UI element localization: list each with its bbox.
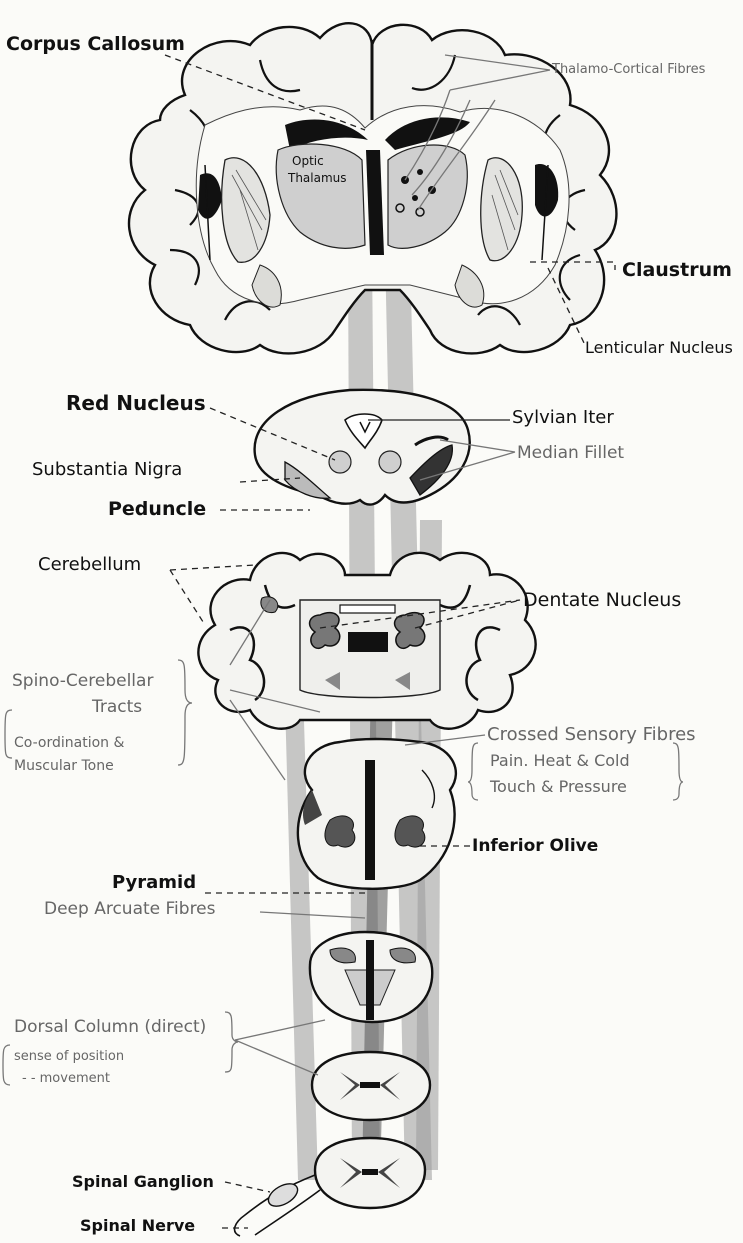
spinal-cord-upper	[312, 1052, 430, 1120]
lower-medulla-section	[310, 932, 432, 1022]
brace-coordination-left	[5, 710, 12, 758]
label-claustrum: Claustrum	[622, 259, 732, 281]
label-spino-cerebellar: Spino-Cerebellar	[12, 671, 153, 691]
label-thalamus: Thalamus	[287, 171, 347, 185]
cerebrum-section	[129, 23, 616, 353]
label-deep-arcuate: Deep Arcuate Fibres	[44, 899, 216, 919]
spinal-ganglion-nerve	[235, 1175, 320, 1236]
brace-dorsal-column	[225, 1012, 238, 1072]
label-lenticular-nucleus: Lenticular Nucleus	[585, 338, 733, 357]
inferior-olive-left	[325, 816, 355, 847]
spinal-cord-lower	[315, 1138, 425, 1208]
label-movement: - - movement	[22, 1071, 110, 1086]
label-tracts: Tracts	[91, 697, 142, 717]
label-red-nucleus: Red Nucleus	[66, 391, 206, 415]
label-inferior-olive: Inferior Olive	[472, 836, 598, 856]
leader-deep-arcuate	[260, 912, 365, 918]
brace-spino-cerebellar	[178, 660, 192, 765]
inferior-olive-right	[395, 816, 425, 847]
fourth-ventricle	[348, 632, 388, 652]
pontine-fibres	[340, 605, 395, 613]
red-nucleus-right	[379, 451, 401, 473]
label-coordination: Co-ordination &	[14, 735, 124, 751]
label-muscular-tone: Muscular Tone	[14, 758, 114, 774]
leader-spinal-ganglion	[225, 1182, 270, 1192]
label-sylvian-iter: Sylvian Iter	[512, 407, 614, 428]
lower-medulla-midline	[366, 940, 374, 1020]
brace-crossed-left	[468, 743, 478, 800]
label-dentate-nucleus: Dentate Nucleus	[523, 589, 681, 611]
dentate-nucleus-right	[395, 613, 425, 649]
label-substantia-nigra: Substantia Nigra	[32, 459, 182, 480]
midbrain-outline	[255, 390, 470, 505]
label-corpus-callosum: Corpus Callosum	[6, 33, 185, 55]
medulla-outline	[298, 739, 456, 889]
cerebellum-section	[198, 553, 535, 729]
brace-sense-left	[3, 1045, 10, 1085]
label-dorsal-column: Dorsal Column (direct)	[14, 1017, 206, 1037]
medulla-section	[298, 739, 456, 889]
label-crossed-sensory: Crossed Sensory Fibres	[487, 724, 696, 745]
label-touch-pressure: Touch & Pressure	[489, 777, 627, 796]
label-cerebellum: Cerebellum	[38, 554, 141, 575]
label-spinal-ganglion: Spinal Ganglion	[72, 1172, 214, 1191]
label-sense-position: sense of position	[14, 1049, 124, 1064]
midbrain-section	[255, 390, 470, 505]
dentate-nucleus-left	[310, 613, 340, 649]
label-peduncle: Peduncle	[108, 498, 206, 520]
red-nucleus-left	[329, 451, 351, 473]
label-spinal-nerve: Spinal Nerve	[80, 1216, 195, 1235]
brace-crossed-right	[673, 743, 683, 800]
label-pain-heat: Pain. Heat & Cold	[490, 751, 630, 770]
label-thalamo-cortical: Thalamo-Cortical Fibres	[551, 62, 706, 77]
medulla-midline	[365, 760, 375, 880]
label-pyramid: Pyramid	[112, 872, 196, 893]
label-median-fillet: Median Fillet	[517, 443, 624, 463]
label-optic: Optic	[292, 154, 324, 168]
